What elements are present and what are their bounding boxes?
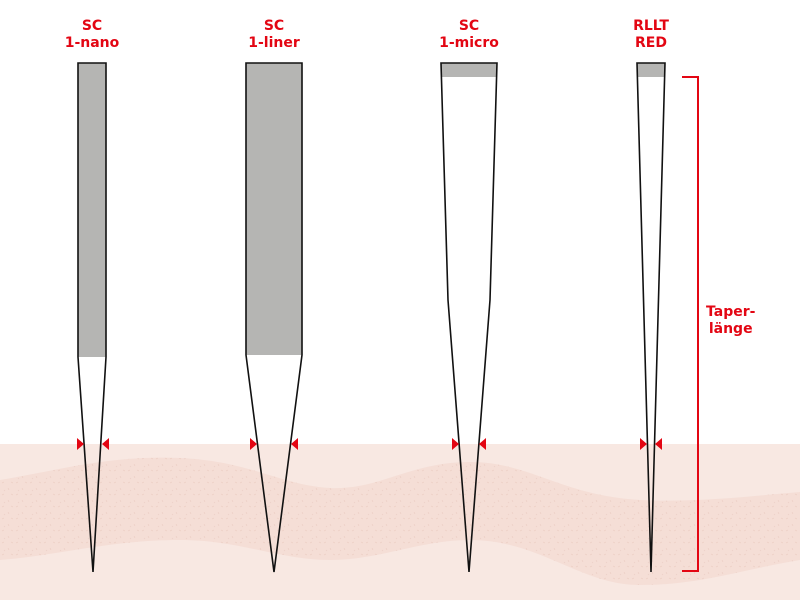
label-sc-1-nano: SC 1-nano (32, 18, 152, 52)
needle-sc-1-micro (440, 62, 498, 573)
taper-line1: Taper- (706, 304, 756, 320)
label-sc-1-liner: SC 1-liner (214, 18, 334, 52)
label-line1: SC (263, 18, 285, 34)
taper-length-bracket (682, 76, 699, 572)
label-line1: RLLT (633, 18, 669, 34)
needle-sc-1-liner (245, 62, 303, 573)
label-line1: SC (81, 18, 103, 34)
needle-sc-1-nano (77, 62, 107, 573)
label-line2: 1-liner (248, 35, 300, 51)
label-line1: SC (458, 18, 480, 34)
label-line2: 1-micro (439, 35, 499, 51)
taper-length-label: Taper- länge (706, 304, 755, 338)
taper-line2: länge (708, 321, 753, 337)
needle-rllt-red (636, 62, 666, 573)
skin-entry-markers (77, 438, 662, 450)
label-line2: 1-nano (64, 35, 120, 51)
label-sc-1-micro: SC 1-micro (409, 18, 529, 52)
label-line2: RED (635, 35, 667, 51)
label-rllt-red: RLLT RED (591, 18, 711, 52)
